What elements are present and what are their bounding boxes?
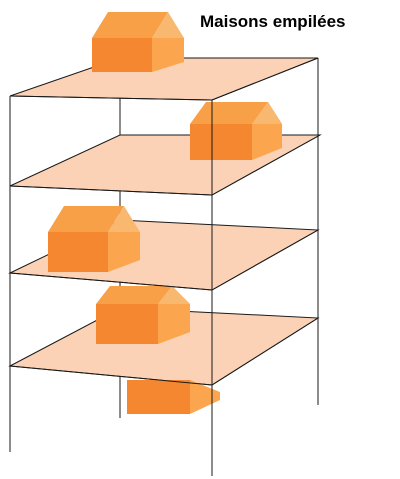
diagram-title: Maisons empilées: [200, 12, 346, 31]
house-1: [92, 12, 184, 72]
house-2: [190, 102, 282, 160]
house-4: [96, 286, 190, 344]
house-3: [48, 206, 140, 272]
house-5: [127, 380, 220, 414]
